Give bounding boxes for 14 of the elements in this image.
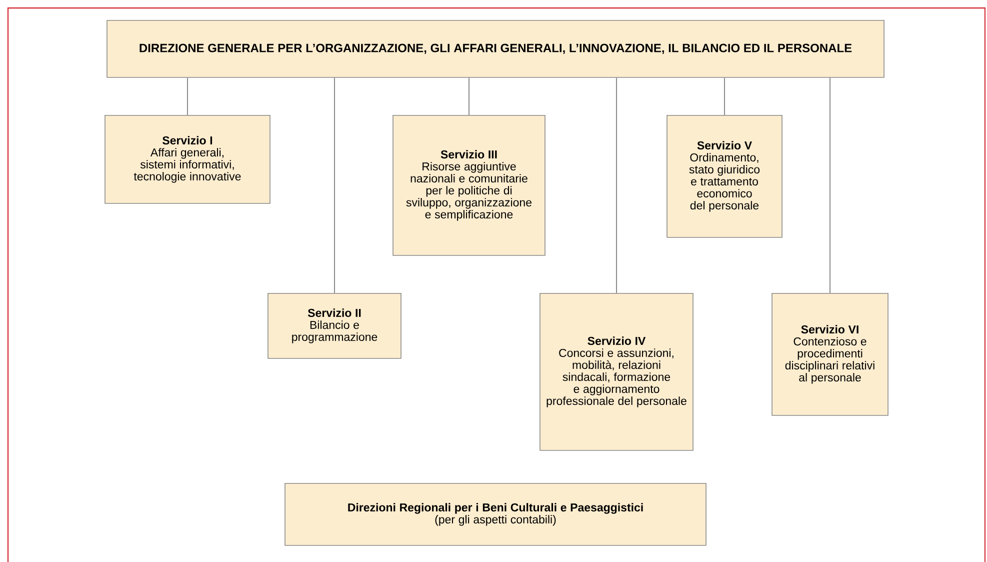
service-box: Servizio V Ordinamento, stato giuridico e trattamento economico del personale [666,115,782,238]
connector-line [334,77,335,294]
service-box: Servizio I Affari generali, sistemi informativi, tecnologie innovative [104,115,270,204]
service-box: Servizio IV Concorsi e assunzioni, mobilità, relazioni sindacali, formazione e aggiornamento professionale del personale [540,293,694,451]
office-box: Direzioni Regionali per i Beni Culturali e Paesaggistici (per gli aspetti contabili) [284,483,706,546]
department-box: DIREZIONE GENERALE PER L’ORGANIZZAZIONE, GLI AFFARI GENERALI, L’INNOVAZIONE, IL BILANCIO ED IL PERSONALE [106,20,884,78]
service-box: Servizio VI Contenzioso e procedimenti disciplinari relativi al personale [772,293,888,416]
connector-line [616,77,617,294]
service-box: Servizio III Risorse aggiuntive nazionali e comunitarie per le politiche di sviluppo, organizzazione e semplificazione [392,115,546,256]
connector-line [830,77,831,294]
connector-line [724,77,725,116]
service-box: Servizio II Bilancio e programmazione [268,293,402,359]
connector-line [187,77,188,116]
connector-line [468,77,470,116]
